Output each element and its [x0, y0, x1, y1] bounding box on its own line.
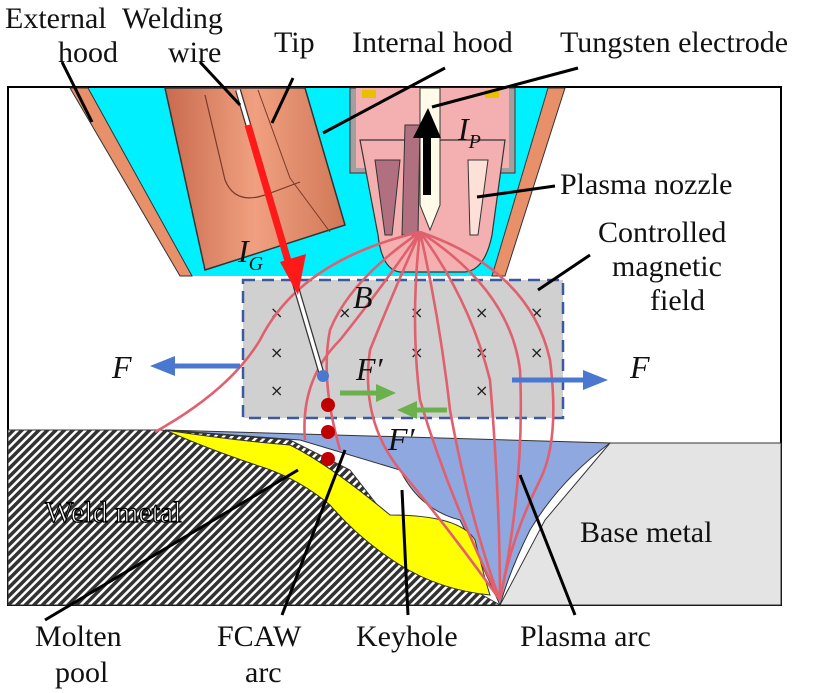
f-left-symbol: F — [111, 349, 132, 385]
f-prime-lower-symbol: F′ — [387, 421, 416, 457]
force-arrows — [150, 356, 608, 419]
fcaw-arc-label-line2: arc — [245, 656, 282, 689]
metal-droplet — [321, 398, 335, 412]
f-right-symbol: F — [629, 349, 650, 385]
welding-current-arrow — [244, 124, 294, 269]
ig-symbol: IG — [237, 233, 264, 275]
internal-hood-label: Internal hood — [352, 26, 513, 59]
welding-wire-label-line2: wire — [168, 36, 221, 69]
tip-label: Tip — [274, 26, 315, 59]
external-hood-label-line2: hood — [58, 36, 118, 69]
tungsten-electrode-label: Tungsten electrode — [560, 26, 788, 59]
metal-droplet — [321, 452, 335, 466]
base-metal — [499, 442, 782, 606]
fcaw-arc-label-line1: FCAW — [217, 620, 302, 653]
controlled-magnetic-field-region — [241, 278, 565, 420]
cross-mark: × — [270, 381, 283, 400]
molten-pool — [164, 429, 491, 596]
cross-mark: × — [270, 343, 283, 362]
ip-symbol: IP — [457, 111, 481, 153]
plasma-arc-label: Plasma arc — [520, 620, 651, 653]
magnetic-field-label-line2: magnetic — [612, 250, 722, 283]
plasma-nozzle-label: Plasma nozzle — [560, 168, 732, 201]
welding-wire-label-line1: Welding — [122, 2, 223, 35]
keyhole-label: Keyhole — [356, 620, 458, 653]
molten-pool-label-line1: Molten — [35, 620, 122, 653]
f-prime-upper-symbol: F′ — [355, 351, 384, 387]
leader-lines — [44, 60, 591, 622]
base-metal-label: Base metal — [580, 516, 712, 549]
metal-droplet — [321, 425, 335, 439]
plasma-torch — [349, 87, 516, 273]
cross-mark: × — [475, 381, 488, 400]
molten-pool-label-line2: pool — [55, 656, 108, 689]
external-hood-label-line1: External — [5, 2, 107, 35]
cross-mark: × — [475, 303, 488, 322]
wire-tip-droplet — [317, 370, 329, 382]
magnetic-field-label-line3: field — [650, 284, 705, 317]
b-symbol: B — [353, 279, 373, 315]
cross-mark: × — [530, 343, 543, 362]
cross-mark: × — [410, 303, 423, 322]
magnetic-field-label-line1: Controlled — [598, 216, 726, 249]
weld-metal-label: Weld metal — [45, 496, 182, 529]
